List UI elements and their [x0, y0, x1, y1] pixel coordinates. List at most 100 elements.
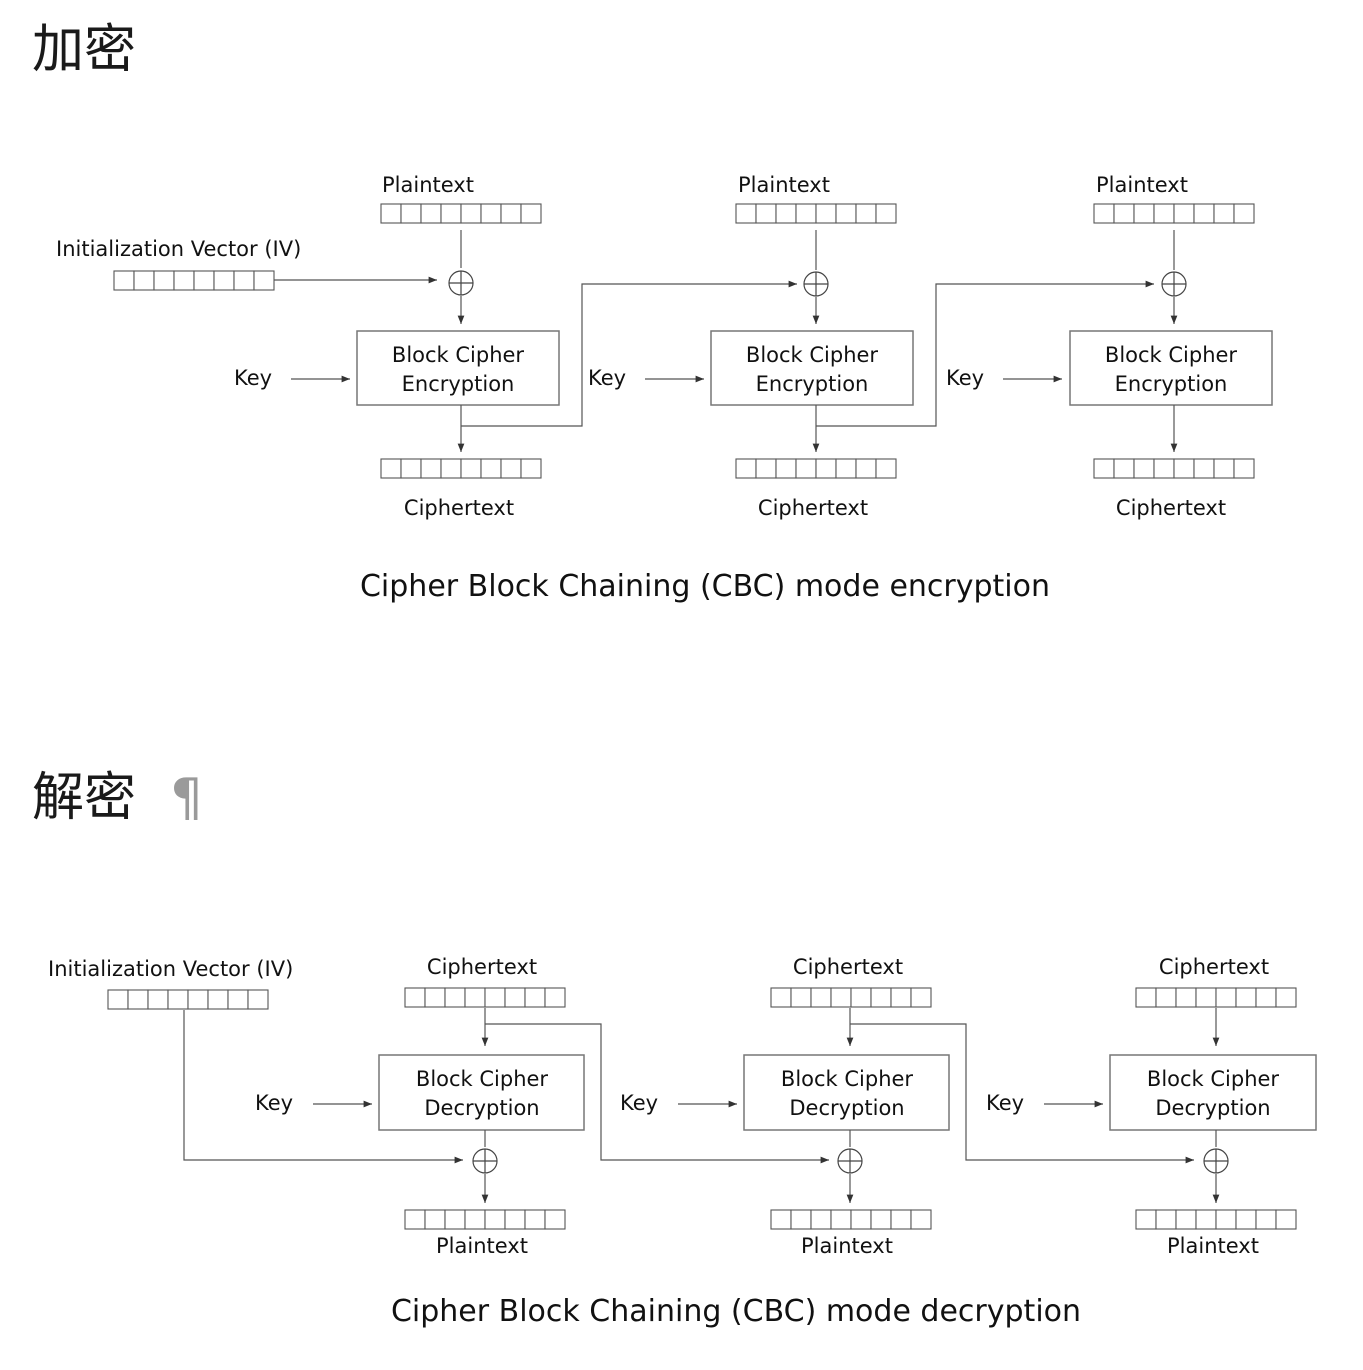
- register-cell: [1233, 203, 1255, 224]
- dec-key-label-3: Key: [986, 1091, 1024, 1115]
- register-cell: [735, 458, 757, 479]
- register-cell: [464, 1209, 486, 1230]
- register-cell: [133, 270, 155, 291]
- register-cell: [153, 270, 175, 291]
- register-cell: [1175, 1209, 1197, 1230]
- dec-ciphertext-register-2: [770, 987, 932, 1008]
- register-cell: [815, 203, 837, 224]
- register-cell: [424, 1209, 446, 1230]
- register-cell: [544, 1209, 566, 1230]
- register-cell: [810, 987, 832, 1008]
- register-cell: [770, 987, 792, 1008]
- register-cell: [1155, 1209, 1177, 1230]
- dec-plaintext-register-2: [770, 1209, 932, 1230]
- register-cell: [1275, 1209, 1297, 1230]
- register-cell: [404, 987, 426, 1008]
- register-cell: [1235, 987, 1257, 1008]
- register-cell: [735, 203, 757, 224]
- pilcrow-anchor-link[interactable]: ¶: [170, 768, 204, 828]
- enc-ciphertext-register-1: [380, 458, 542, 479]
- decryption-heading: 解密¶: [32, 772, 203, 824]
- register-cell: [1113, 203, 1135, 224]
- enc-stage-1: Plaintext Block Cipher Encryption Key Ci…: [234, 173, 797, 520]
- register-cell: [1135, 987, 1157, 1008]
- register-cell: [1113, 458, 1135, 479]
- enc-ciphertext-register-2: [735, 458, 897, 479]
- dec-xor-icon-1: [472, 1148, 498, 1174]
- register-cell: [755, 203, 777, 224]
- dec-caption: Cipher Block Chaining (CBC) mode decrypt…: [391, 1294, 1081, 1329]
- enc-iv-register: [113, 270, 275, 291]
- enc-plaintext-register-1: [380, 203, 542, 224]
- enc-plaintext-label-1: Plaintext: [382, 173, 474, 197]
- register-cell: [850, 987, 872, 1008]
- dec-block-line1-2: Block Cipher: [781, 1067, 914, 1091]
- register-cell: [1195, 1209, 1217, 1230]
- register-cell: [790, 987, 812, 1008]
- register-cell: [107, 989, 129, 1010]
- register-cell: [875, 458, 897, 479]
- register-cell: [1215, 1209, 1237, 1230]
- register-cell: [815, 458, 837, 479]
- register-cell: [173, 270, 195, 291]
- dec-stage-2: Ciphertext Block Cipher Decryption Key P…: [620, 955, 1194, 1258]
- register-cell: [835, 203, 857, 224]
- dec-block-line1-1: Block Cipher: [416, 1067, 549, 1091]
- dec-stage-3: Ciphertext Block Cipher Decryption Key P…: [986, 955, 1317, 1258]
- register-cell: [1153, 203, 1175, 224]
- dec-ciphertext-register-1: [404, 987, 566, 1008]
- register-cell: [524, 1209, 546, 1230]
- register-cell: [504, 1209, 526, 1230]
- register-cell: [464, 987, 486, 1008]
- register-cell: [755, 458, 777, 479]
- register-cell: [400, 203, 422, 224]
- enc-plaintext-register-2: [735, 203, 897, 224]
- register-cell: [544, 987, 566, 1008]
- dec-stage-1: Ciphertext Block Cipher Decryption Key P…: [255, 955, 829, 1258]
- register-cell: [795, 203, 817, 224]
- register-cell: [830, 987, 852, 1008]
- enc-ciphertext-label-2: Ciphertext: [758, 496, 868, 520]
- enc-key-label-2: Key: [588, 366, 626, 390]
- dec-plaintext-label-1: Plaintext: [436, 1234, 528, 1258]
- register-cell: [1153, 458, 1175, 479]
- dec-ciphertext-label-2: Ciphertext: [793, 955, 903, 979]
- register-cell: [233, 270, 255, 291]
- register-cell: [484, 1209, 506, 1230]
- dec-block-line2-2: Decryption: [789, 1096, 904, 1120]
- register-cell: [1255, 1209, 1277, 1230]
- dec-xor-icon-2: [837, 1148, 863, 1174]
- register-cell: [1215, 987, 1237, 1008]
- register-cell: [147, 989, 169, 1010]
- dec-plaintext-label-2: Plaintext: [801, 1234, 893, 1258]
- register-cell: [1193, 458, 1215, 479]
- dec-iv-register: [107, 989, 269, 1010]
- decryption-diagram: Initialization Vector (IV) Ciphertext Bl…: [48, 955, 1317, 1329]
- register-cell: [500, 203, 522, 224]
- enc-block-line2-3: Encryption: [1115, 372, 1228, 396]
- register-cell: [167, 989, 189, 1010]
- register-cell: [440, 203, 462, 224]
- register-cell: [1213, 203, 1235, 224]
- enc-key-label-3: Key: [946, 366, 984, 390]
- register-cell: [1155, 987, 1177, 1008]
- dec-ciphertext-label-1: Ciphertext: [427, 955, 537, 979]
- register-cell: [1195, 987, 1217, 1008]
- enc-block-line2-1: Encryption: [402, 372, 515, 396]
- enc-xor-icon-1: [448, 270, 474, 296]
- register-cell: [1093, 203, 1115, 224]
- enc-ciphertext-label-3: Ciphertext: [1116, 496, 1226, 520]
- register-cell: [890, 987, 912, 1008]
- enc-plaintext-register-3: [1093, 203, 1255, 224]
- register-cell: [1093, 458, 1115, 479]
- register-cell: [910, 987, 932, 1008]
- register-cell: [253, 270, 275, 291]
- register-cell: [420, 458, 442, 479]
- register-cell: [444, 987, 466, 1008]
- register-cell: [870, 1209, 892, 1230]
- enc-iv-label: Initialization Vector (IV): [56, 237, 301, 261]
- register-cell: [1235, 1209, 1257, 1230]
- register-cell: [910, 1209, 932, 1230]
- register-cell: [870, 987, 892, 1008]
